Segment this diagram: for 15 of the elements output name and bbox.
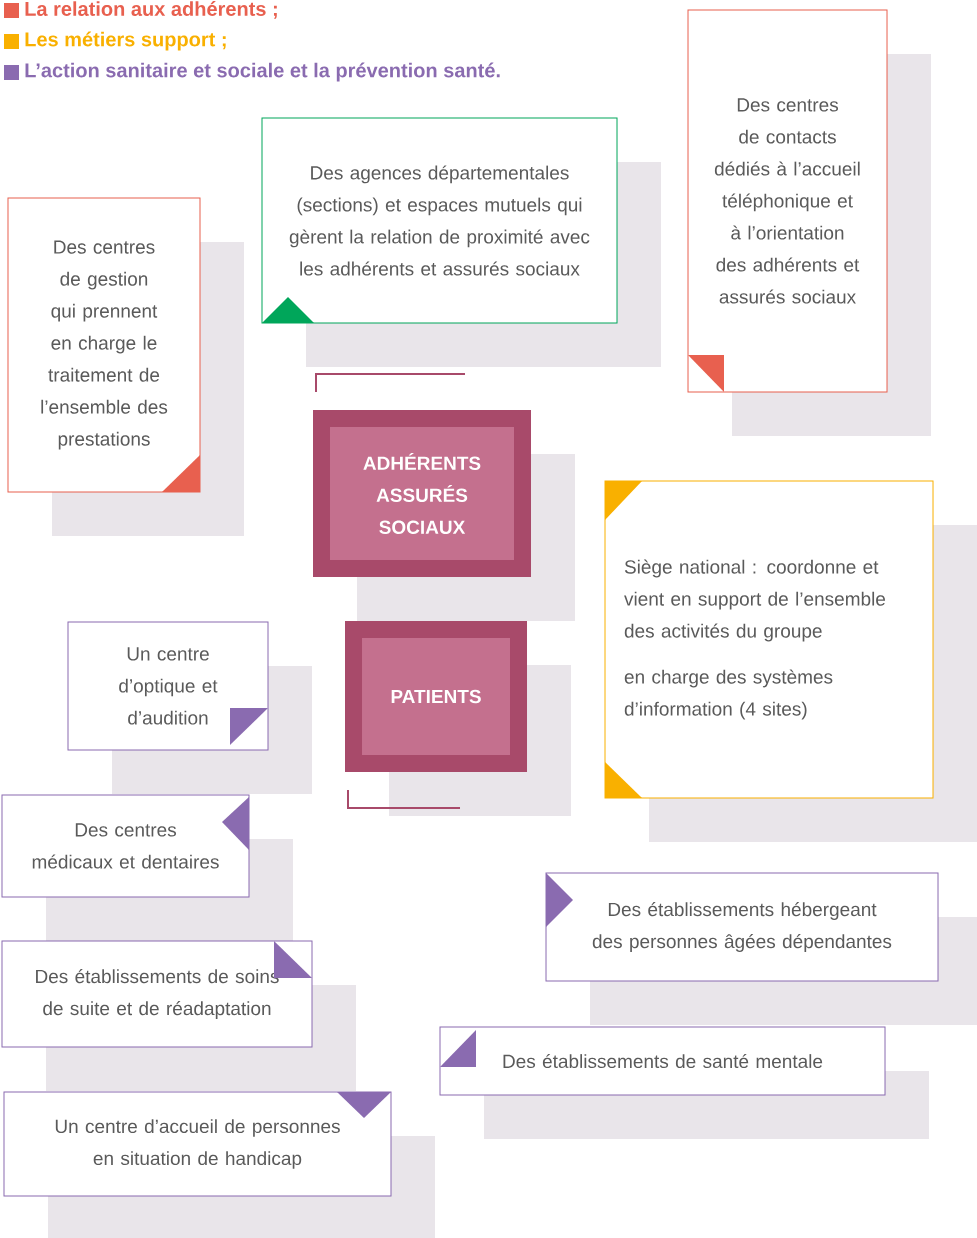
core-box: ADHÉRENTS ASSURÉS SOCIAUX (313, 410, 531, 577)
legend-label: L’action sanitaire et sociale et la prévention santé. (25, 62, 500, 82)
text-box: Des agences départementales (sections) et espaces mutuels qui gèrent la relation de proximité avec les adhérents et assurés sociaux (261, 117, 618, 324)
text-box: Des établissements de soins de suite et de réadaptation (1, 940, 313, 1048)
legend-label: Les métiers support ; (25, 31, 226, 51)
text-box: Des centres de gestion qui prennent en charge le traitement de l’ensemble des prestations (7, 197, 201, 493)
text-box: Un centre d’accueil de personnes en situation de handicap (3, 1091, 392, 1197)
text-box: Des établissements de santé mentale (439, 1026, 886, 1096)
legend-label: La relation aux adhérents ; (25, 1, 277, 19)
text-box: Des centres médicaux et dentaires (1, 794, 250, 898)
text-box: Siège national : coordonne et vient en support de l’ensemble des activités du groupe en charge des systèmes d’information (4 sites) (604, 480, 934, 799)
text-box: Des centres de contacts dédiés à l’accueil téléphonique et à l’orientation des adhérents et assurés sociaux (687, 9, 888, 393)
text-box: Un centre d’optique et d’audition (67, 621, 269, 751)
text-box: Des établissements hébergeant des personnes âgées dépendantes (545, 872, 939, 982)
core-box: PATIENTS (345, 621, 527, 772)
